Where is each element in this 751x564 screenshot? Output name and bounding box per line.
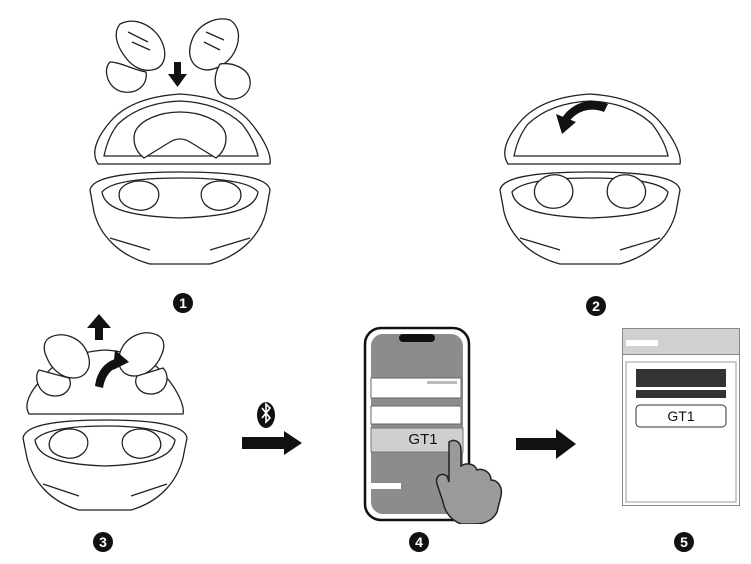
right-arrow-icon xyxy=(242,431,302,455)
curved-arrow-icon xyxy=(556,100,608,134)
right-earbud-icon xyxy=(118,332,168,395)
bluetooth-icon xyxy=(257,402,275,428)
dialog-header xyxy=(622,328,740,355)
step-badge-2: 2 xyxy=(586,296,606,316)
case-body-icon xyxy=(499,171,681,265)
step-3-illustration xyxy=(15,308,200,523)
phone-notch xyxy=(399,334,435,342)
left-earbud-icon xyxy=(105,20,166,93)
step-badge-3: 3 xyxy=(93,532,113,552)
dialog-device-name[interactable]: GT1 xyxy=(667,408,695,424)
step-badge-1: 1 xyxy=(173,293,193,313)
dialog-bar xyxy=(636,369,726,387)
step-badge-5: 5 xyxy=(674,532,694,552)
step-badge-4: 4 xyxy=(409,532,429,552)
curved-up-arrow-icon xyxy=(95,350,129,388)
right-earbud-icon xyxy=(189,18,251,100)
phone-selected-item xyxy=(370,427,464,453)
down-arrow-icon xyxy=(168,62,187,87)
phone-illustration: GT1 xyxy=(363,326,508,524)
case-body-icon xyxy=(89,171,271,265)
pair-dialog: GT1 xyxy=(622,328,740,506)
case-lid-icon xyxy=(504,93,681,165)
hand-icon xyxy=(435,439,503,524)
step-2-illustration xyxy=(490,82,700,282)
dialog-device-button xyxy=(635,404,727,428)
bluetooth-transition xyxy=(242,398,304,458)
case-body-icon xyxy=(22,419,188,511)
dialog-bar xyxy=(636,390,726,398)
step-1-illustration xyxy=(80,12,290,282)
left-earbud-icon xyxy=(36,334,90,397)
up-arrow-icon xyxy=(87,314,111,340)
phone-list-item xyxy=(370,405,462,425)
phone-device-name[interactable]: GT1 xyxy=(408,431,438,448)
earbud-in-case-icon xyxy=(533,174,647,209)
right-arrow-icon xyxy=(516,427,578,461)
case-lid-icon xyxy=(94,93,271,165)
phone-bottom-label xyxy=(371,483,401,489)
